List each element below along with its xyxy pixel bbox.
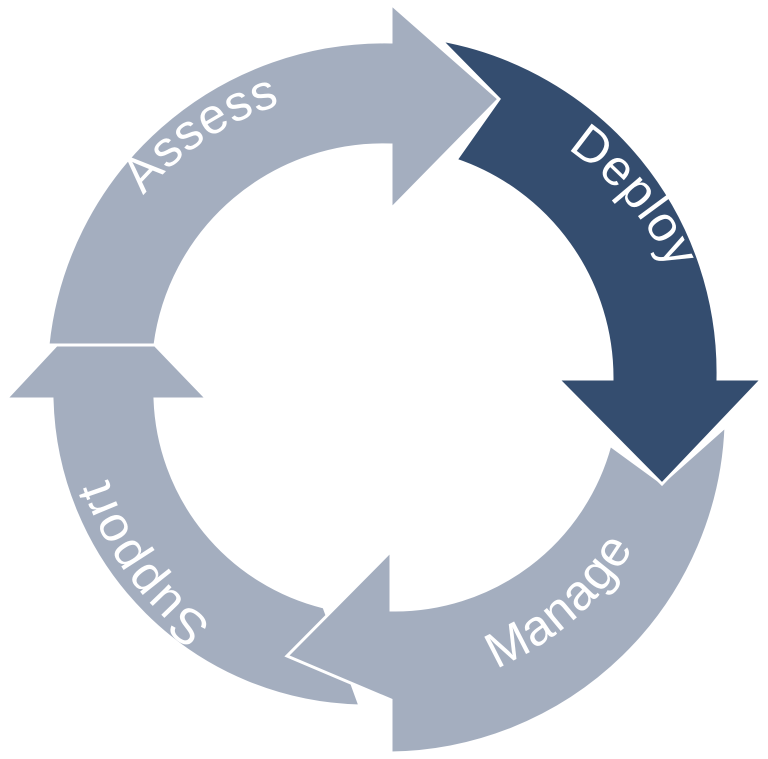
deploy-arrow [436,37,766,487]
assess-arrow [46,0,502,347]
support-arrow [2,290,363,708]
manage-arrow [284,422,728,755]
